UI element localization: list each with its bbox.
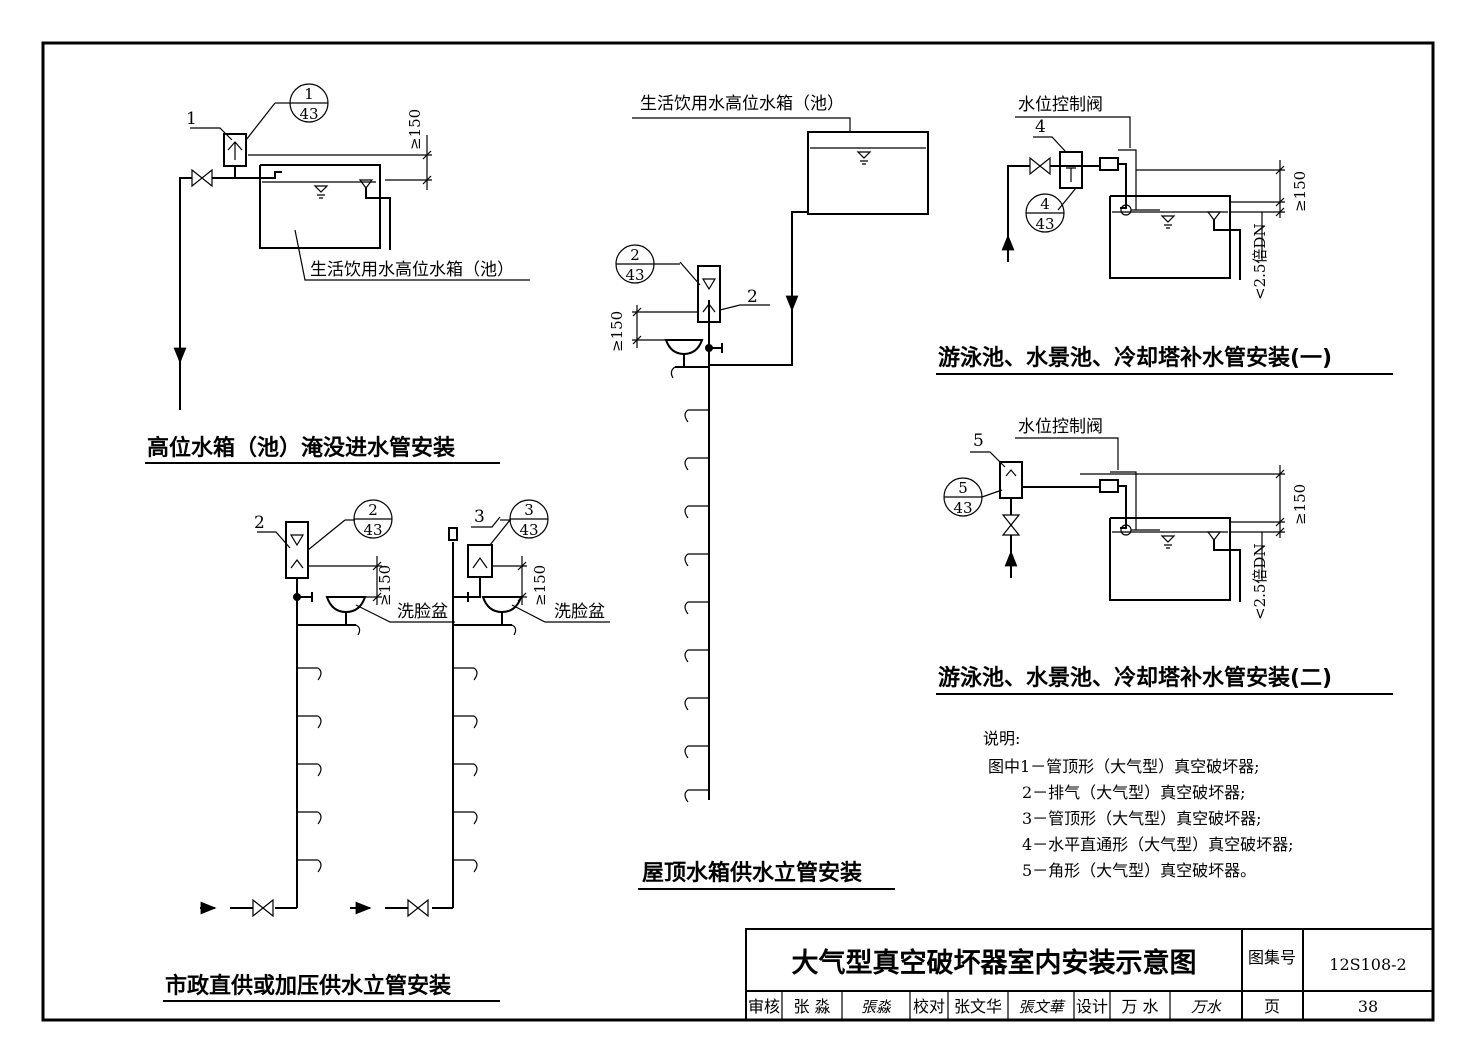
review-signature: 張淼 <box>861 998 892 1016</box>
svg-text:5: 5 <box>958 479 968 497</box>
vacuum-breaker-3-icon <box>467 544 493 578</box>
svg-text:43: 43 <box>953 499 972 517</box>
gate-valve-icon <box>191 168 213 188</box>
vacuum-breaker-4-icon <box>1059 151 1083 189</box>
diagram-makeup-1: 水位控制阀 ≥150 <2.5倍DN 4 <box>1001 95 1309 300</box>
dim-150-5: ≥150 <box>1291 171 1309 212</box>
gate-valve-icon <box>252 898 274 918</box>
check-label: 校对 <box>913 997 945 1016</box>
notes-line-5: 5－角形（大气型）真空破坏器。 <box>1022 861 1256 880</box>
notes: 说明: 图中1－管顶形（大气型）真空破坏器; 2－排气（大气型）真空破坏器; 3… <box>983 729 1294 880</box>
design-signature: 万水 <box>1191 998 1222 1016</box>
dim-150-3: ≥150 <box>531 565 549 606</box>
dim-150-2: ≥150 <box>376 565 394 606</box>
vacuum-breaker-5-icon <box>999 461 1023 499</box>
label-basin-1: 洗脸盆 <box>397 602 448 622</box>
level-control-valve-icon <box>1099 479 1119 493</box>
label-n3: 3 <box>474 507 485 527</box>
ref-circle-2a: 2 43 <box>353 499 393 539</box>
svg-text:43: 43 <box>299 105 318 123</box>
ref-circle-1: 1 43 <box>289 83 329 123</box>
label-tank-left: 生活饮用水高位水箱（池） <box>310 260 514 280</box>
review-label: 审核 <box>748 997 780 1016</box>
svg-text:2: 2 <box>368 501 378 519</box>
label-n1: 1 <box>186 109 197 129</box>
notes-line-2: 2－排气（大气型）真空破坏器; <box>1022 783 1246 802</box>
svg-text:43: 43 <box>519 521 538 539</box>
page-value: 38 <box>1358 997 1378 1016</box>
gate-valve-icon <box>1001 514 1021 536</box>
svg-text:2: 2 <box>630 246 640 264</box>
atlas-value: 12S108-2 <box>1329 955 1406 974</box>
page-label: 页 <box>1264 997 1280 1016</box>
title-block: 大气型真空破坏器室内安装示意图 图集号 12S108-2 审核 张 淼 張淼 校… <box>745 928 1434 1021</box>
dim-150-4: ≥150 <box>608 311 626 352</box>
ref-circle-3: 3 43 <box>509 499 549 539</box>
svg-text:43: 43 <box>363 521 382 539</box>
label-n4: 4 <box>1035 117 1046 137</box>
label-tank-mid: 生活饮用水高位水箱（池） <box>640 94 844 114</box>
label-basin-2: 洗脸盆 <box>554 602 605 622</box>
diagram-municipal-riser: ≥150 2 2 43 洗脸盆 <box>200 499 610 918</box>
dim-25dn-2: <2.5倍DN <box>1251 543 1269 620</box>
notes-line-1: 图中1－管顶形（大气型）真空破坏器; <box>988 757 1260 776</box>
design-name: 万 水 <box>1121 997 1158 1016</box>
label-valve-ctrl-2: 水位控制阀 <box>1018 417 1103 437</box>
design-label: 设计 <box>1076 997 1108 1016</box>
title-diagram-1: 高位水箱（池）淹没进水管安装 <box>147 435 455 461</box>
title-diagram-3: 屋顶水箱供水立管安装 <box>642 860 862 886</box>
label-n2b: 2 <box>747 287 758 307</box>
diagram-roof-tank-riser: 生活饮用水高位水箱（池） <box>608 94 929 803</box>
ref-circle-2b: 2 43 <box>615 244 655 284</box>
vacuum-breaker-2-icon <box>285 521 309 579</box>
svg-text:4: 4 <box>1040 195 1050 213</box>
vacuum-breaker-2b-icon <box>697 265 721 323</box>
svg-text:1: 1 <box>304 85 314 103</box>
gate-valve-icon <box>1029 156 1051 176</box>
check-name: 张文华 <box>954 997 1002 1016</box>
check-signature: 張文華 <box>1018 998 1065 1016</box>
drawing-title: 大气型真空破坏器室内安装示意图 <box>792 947 1197 979</box>
svg-text:3: 3 <box>524 501 534 519</box>
title-diagram-4: 游泳池、水景池、冷却塔补水管安装(一) <box>938 345 1332 371</box>
dim-25dn-1: <2.5倍DN <box>1251 223 1269 300</box>
ref-circle-5: 5 43 <box>943 477 983 517</box>
diagram-high-tank-inlet: ≥150 1 1 43 生活饮用水高位水箱（池） <box>173 83 530 410</box>
review-name: 张 淼 <box>793 997 830 1016</box>
label-n5: 5 <box>973 431 984 451</box>
diagram-makeup-2: 水位控制阀 ≥150 <2.5倍DN 5 <box>943 417 1309 620</box>
level-control-valve-icon <box>1099 157 1119 171</box>
dim-150-6: ≥150 <box>1291 484 1309 525</box>
ref-circle-4: 4 43 <box>1025 193 1065 233</box>
label-n2a: 2 <box>254 513 265 533</box>
dim-150-1: ≥150 <box>406 109 424 150</box>
gate-valve-icon <box>407 898 429 918</box>
label-valve-ctrl-1: 水位控制阀 <box>1018 95 1103 115</box>
title-diagram-2: 市政直供或加压供水立管安装 <box>165 973 451 999</box>
sheet-border <box>41 41 1435 1022</box>
notes-header: 说明: <box>983 729 1020 748</box>
title-diagram-5: 游泳池、水景池、冷却塔补水管安装(二) <box>938 665 1332 691</box>
atlas-label: 图集号 <box>1248 948 1296 967</box>
notes-line-4: 4－水平直通形（大气型）真空破坏器; <box>1022 835 1294 854</box>
notes-line-3: 3－管顶形（大气型）真空破坏器; <box>1022 809 1262 828</box>
svg-text:43: 43 <box>625 266 644 284</box>
svg-text:43: 43 <box>1035 215 1054 233</box>
